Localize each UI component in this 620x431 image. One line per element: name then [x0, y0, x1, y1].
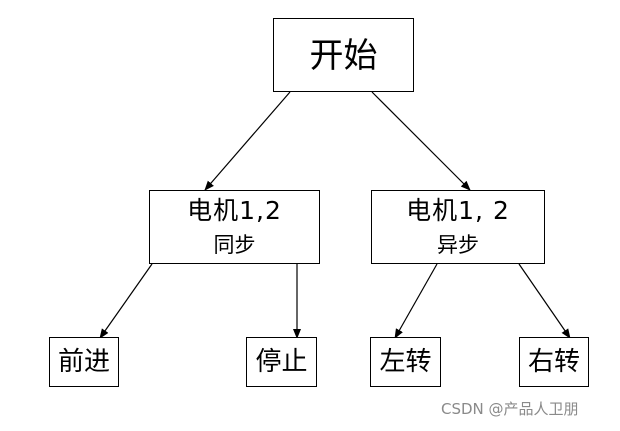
turn-left-label: 左转	[379, 347, 432, 377]
start-node-label: 开始	[309, 36, 378, 76]
motor-async-node: 电机1, 2 异步	[371, 190, 545, 264]
arrow-async-to-left	[394, 263, 438, 339]
turn-right-label: 右转	[527, 347, 580, 377]
forward-label: 前进	[57, 347, 110, 377]
motor-sync-mode: 同步	[213, 233, 256, 257]
turn-right-node: 右转	[519, 337, 589, 387]
stop-label: 停止	[255, 347, 308, 377]
arrow-sync-to-forward	[99, 263, 153, 339]
motor-async-title: 电机1, 2	[406, 196, 510, 225]
forward-node: 前进	[49, 337, 119, 387]
start-node: 开始	[273, 18, 414, 92]
motor-async-mode: 异步	[437, 233, 479, 257]
arrow-root-to-async	[371, 91, 471, 191]
turn-left-node: 左转	[370, 337, 441, 387]
arrow-async-to-right	[518, 263, 571, 339]
stop-node: 停止	[246, 337, 317, 387]
arrow-root-to-sync	[204, 91, 291, 191]
motor-sync-title: 电机1,2	[187, 196, 282, 225]
watermark: CSDN @产品人卫朋	[441, 400, 579, 418]
motor-sync-node: 电机1,2 同步	[149, 190, 320, 264]
